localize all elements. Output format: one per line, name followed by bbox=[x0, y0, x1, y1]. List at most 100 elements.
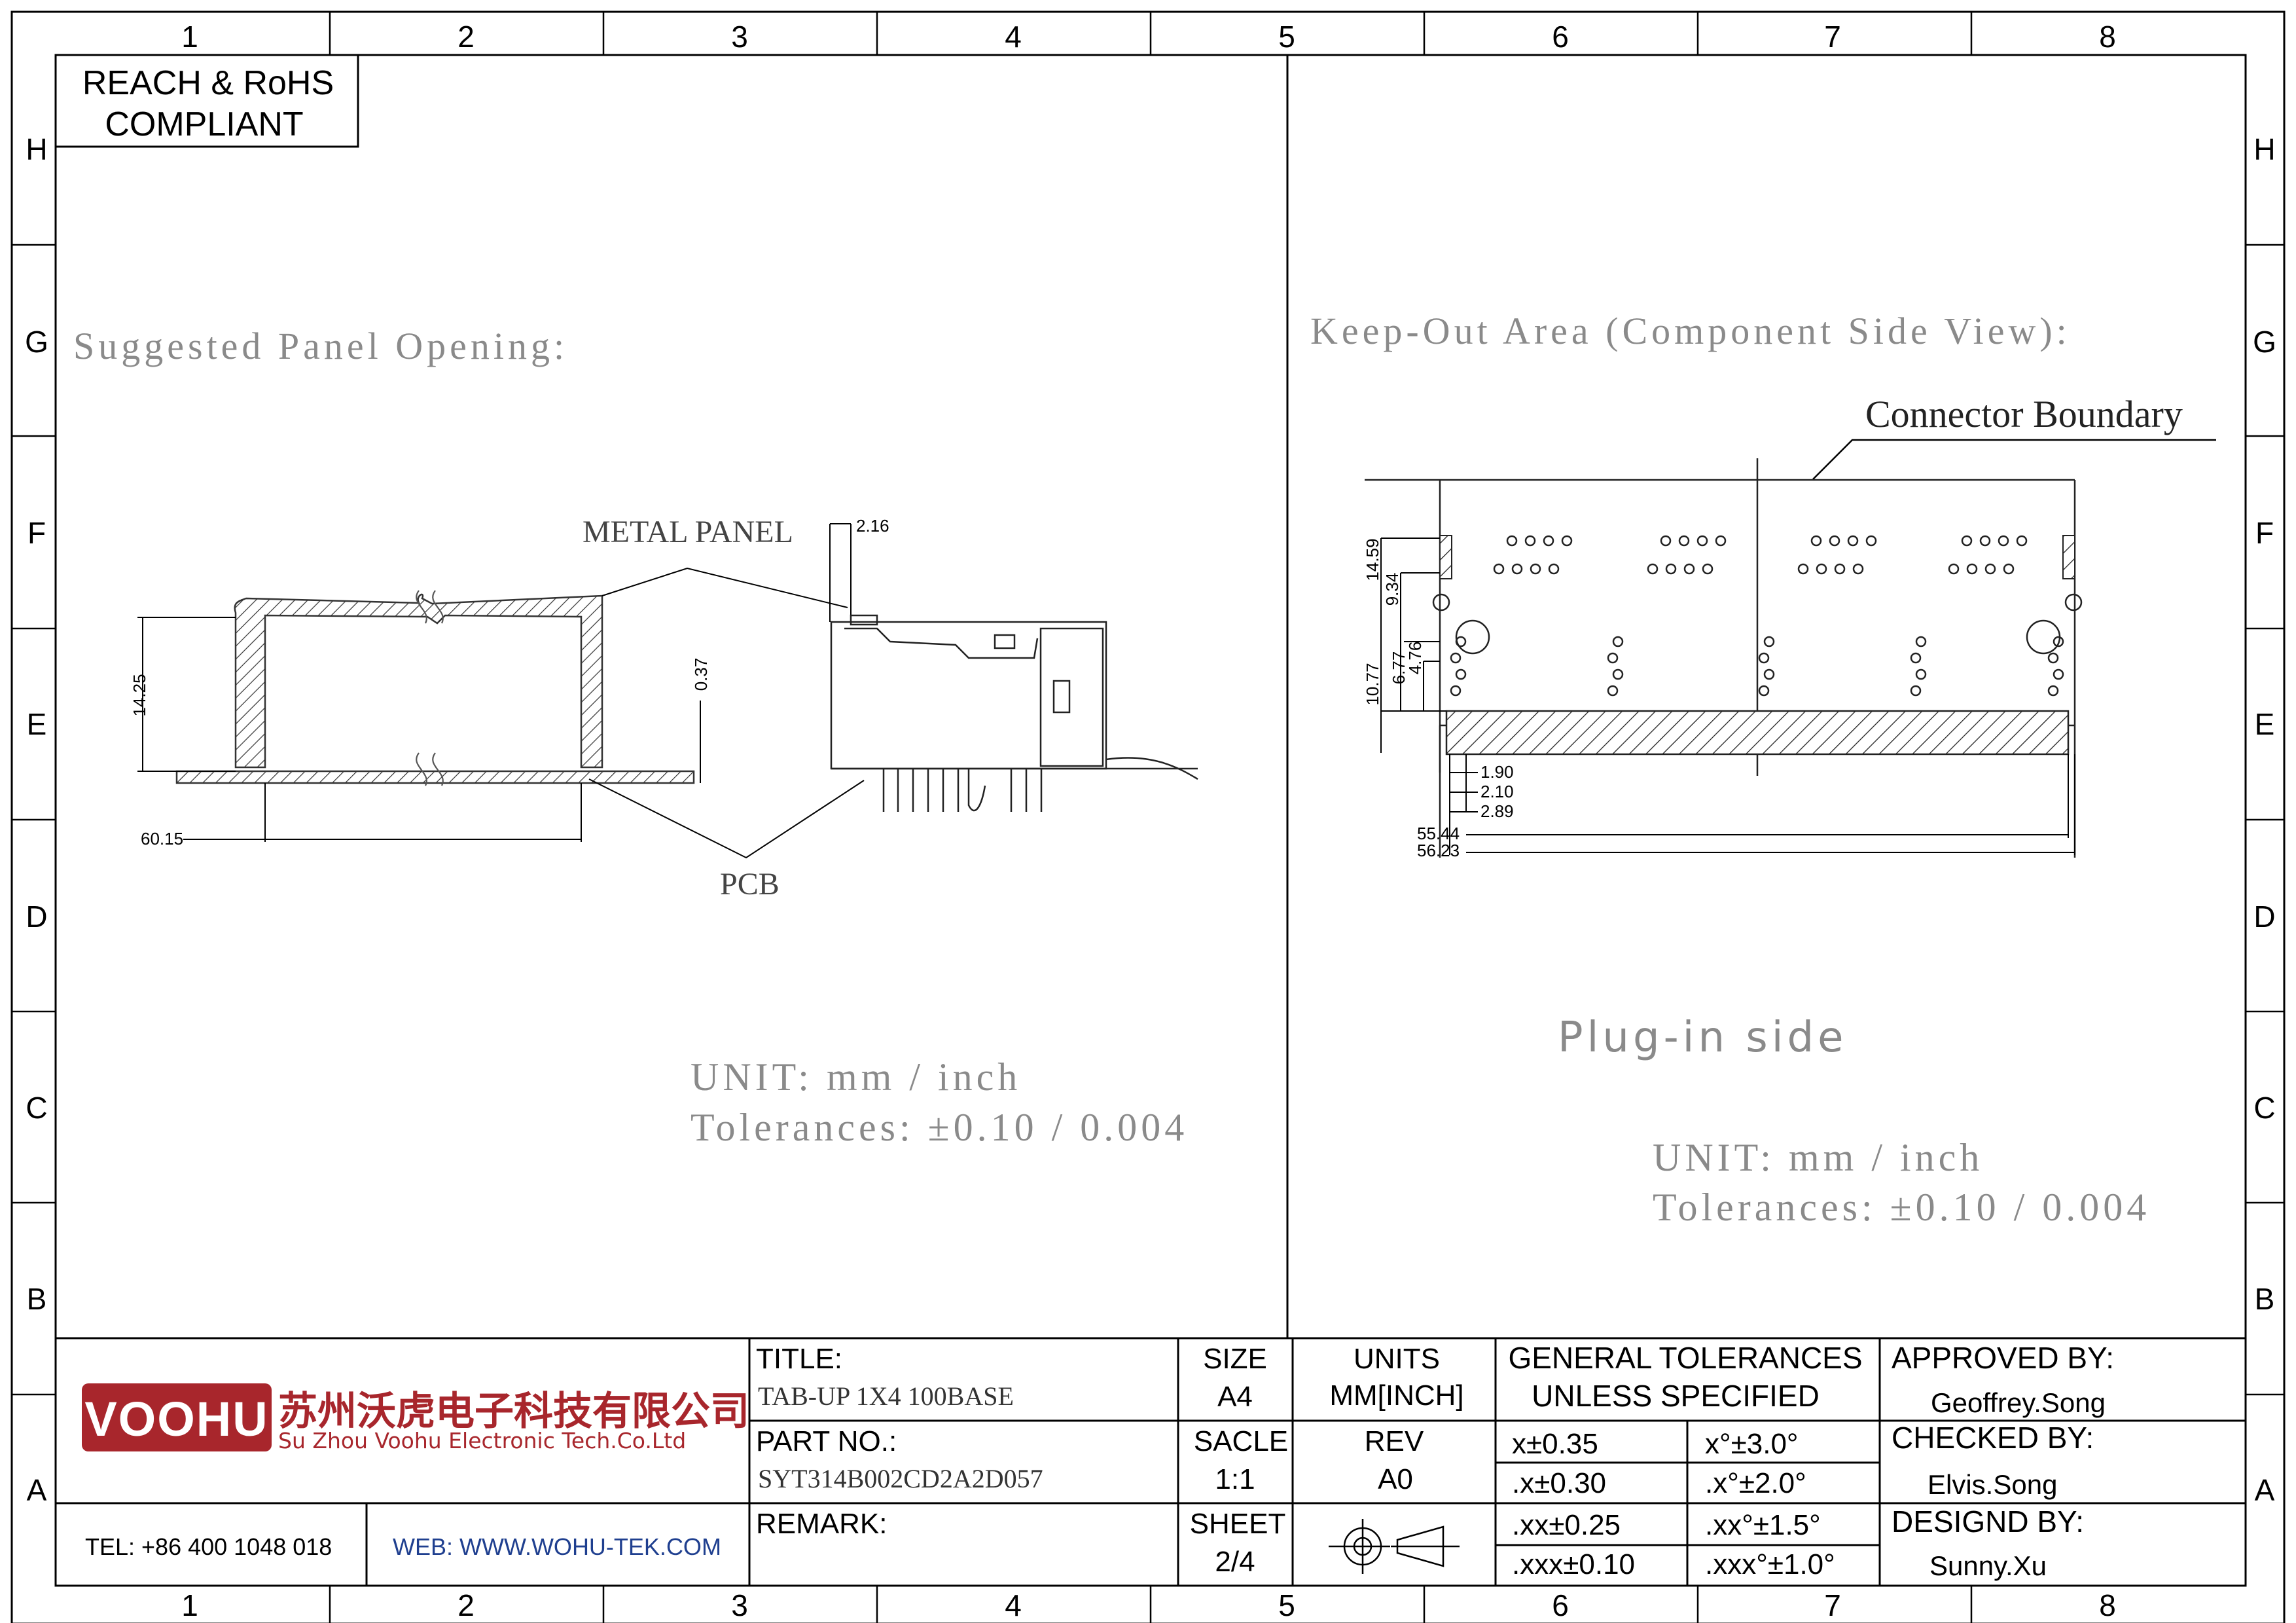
part-no-label: PART NO.: bbox=[756, 1425, 897, 1457]
tol-angular-3: .xxx°±1.0° bbox=[1705, 1548, 1835, 1580]
dim-width: 60.15 bbox=[141, 829, 183, 848]
compliance-line-1: REACH & RoHS bbox=[82, 64, 334, 102]
drawing-frame bbox=[10, 10, 2286, 1623]
tol-linear-3: .xxx±0.10 bbox=[1512, 1548, 1635, 1580]
units-value: MM[INCH] bbox=[1329, 1379, 1463, 1412]
general-tolerances-title: GENERAL TOLERANCES bbox=[1508, 1341, 1862, 1375]
pin-hole bbox=[1948, 563, 1960, 575]
pin-hole bbox=[1915, 636, 1927, 647]
pin-hole bbox=[1506, 535, 1518, 547]
pin-hole bbox=[1758, 652, 1770, 664]
dim-h2: 2.10 bbox=[1480, 782, 1514, 801]
pin-hole bbox=[1852, 563, 1864, 575]
col-label-top: 7 bbox=[1824, 20, 1841, 54]
col-label-bottom: 2 bbox=[457, 1588, 475, 1622]
dim-v1: 14.59 bbox=[1363, 538, 1382, 581]
tol-angular-2: .xx°±1.5° bbox=[1705, 1509, 1821, 1541]
pin-hole bbox=[1758, 685, 1770, 697]
keep-out-heading: Keep-Out Area (Component Side View): bbox=[1310, 310, 2071, 352]
pin-hole bbox=[1660, 535, 1672, 547]
pin-hole bbox=[1910, 652, 1922, 664]
units-label: UNITS bbox=[1354, 1343, 1440, 1375]
row-label-right: B bbox=[2255, 1282, 2275, 1316]
title-label: TITLE: bbox=[756, 1343, 842, 1375]
row-label-right: G bbox=[2253, 325, 2276, 359]
pin-hole bbox=[1524, 535, 1536, 547]
dim-height: 14.25 bbox=[130, 674, 149, 716]
col-label-bottom: 4 bbox=[1005, 1588, 1022, 1622]
connector-boundary-label: Connector Boundary bbox=[1865, 393, 2183, 435]
pin-hole bbox=[1865, 535, 1877, 547]
pin-hole bbox=[1702, 563, 1713, 575]
pin-hole bbox=[2047, 685, 2059, 697]
tol-angular-1: .x°±2.0° bbox=[1705, 1467, 1806, 1499]
col-label-top: 2 bbox=[457, 20, 475, 54]
approved-by-value: Geoffrey.Song bbox=[1931, 1387, 2106, 1418]
left-unit-note: UNIT: mm / inch bbox=[691, 1055, 1021, 1099]
title-value: TAB-UP 1X4 100BASE bbox=[758, 1381, 1014, 1411]
title-block: VOOHU 苏州沃虎电子科技有限公司 Su Zhou Voohu Electro… bbox=[56, 1337, 2246, 1586]
left-tolerance-note: Tolerances: ±0.10 / 0.004 bbox=[691, 1106, 1188, 1149]
row-label-left: B bbox=[27, 1282, 47, 1316]
row-label-right: C bbox=[2253, 1091, 2275, 1125]
company-name-en: Su Zhou Voohu Electronic Tech.Co.Ltd bbox=[278, 1428, 686, 1453]
dim-v5: 4.76 bbox=[1405, 642, 1425, 675]
pin-hole bbox=[1984, 563, 1996, 575]
voohu-logo: VOOHU bbox=[82, 1383, 272, 1451]
pin-hole bbox=[1816, 563, 1827, 575]
row-label-left: C bbox=[26, 1091, 47, 1125]
dim-h1: 1.90 bbox=[1480, 762, 1514, 782]
designed-by-value: Sunny.Xu bbox=[1929, 1550, 2047, 1581]
metal-panel-label: METAL PANEL bbox=[583, 515, 793, 549]
general-tolerances-subtitle: UNLESS SPECIFIED bbox=[1532, 1379, 1820, 1413]
pin-hole bbox=[1607, 652, 1619, 664]
row-label-right: H bbox=[2253, 132, 2275, 166]
pin-hole bbox=[1763, 636, 1775, 647]
row-label-left: A bbox=[27, 1473, 47, 1507]
row-label-right: A bbox=[2255, 1473, 2275, 1507]
projection-symbol bbox=[1329, 1519, 1460, 1574]
pin-hole bbox=[1511, 563, 1523, 575]
col-label-bottom: 5 bbox=[1278, 1588, 1295, 1622]
pin-hole bbox=[1966, 563, 1978, 575]
pin-hole bbox=[1763, 668, 1775, 680]
col-label-bottom: 8 bbox=[2099, 1588, 2116, 1622]
pin-hole bbox=[1450, 685, 1462, 697]
panel-opening-view: Suggested Panel Opening: 14.25 60.15 0.3… bbox=[73, 325, 1198, 1149]
pin-hole bbox=[1998, 535, 2009, 547]
size-value: A4 bbox=[1217, 1381, 1253, 1413]
rev-label: REV bbox=[1365, 1425, 1424, 1457]
rev-value: A0 bbox=[1378, 1463, 1413, 1495]
dim-v3: 10.77 bbox=[1363, 663, 1382, 705]
pin-hole bbox=[2047, 652, 2059, 664]
pin-hole bbox=[1678, 535, 1690, 547]
size-label: SIZE bbox=[1203, 1343, 1267, 1375]
tol-linear-0: x±0.35 bbox=[1512, 1428, 1598, 1460]
plug-in-side-label: Plug-in side bbox=[1558, 1013, 1847, 1062]
row-label-left: E bbox=[27, 707, 47, 741]
col-label-top: 1 bbox=[181, 20, 198, 54]
pin-hole bbox=[1910, 685, 1922, 697]
col-label-top: 8 bbox=[2099, 20, 2116, 54]
designed-by-label: DESIGND BY: bbox=[1892, 1504, 2084, 1539]
row-label-left: D bbox=[26, 900, 47, 934]
pin-hole bbox=[1979, 535, 1991, 547]
remark-label: REMARK: bbox=[756, 1508, 887, 1540]
pin-hole bbox=[1683, 563, 1695, 575]
tol-linear-1: .x±0.30 bbox=[1512, 1467, 1606, 1499]
col-label-top: 4 bbox=[1005, 20, 1022, 54]
pcb-label: PCB bbox=[720, 867, 780, 902]
col-label-bottom: 1 bbox=[181, 1588, 198, 1622]
dim-panel-thickness: 2.16 bbox=[856, 516, 889, 536]
pin-hole bbox=[1696, 535, 1708, 547]
compliance-line-2: COMPLIANT bbox=[105, 105, 303, 143]
keep-out-hatched-area bbox=[1445, 710, 2070, 756]
pin-hole bbox=[1607, 685, 1619, 697]
dim-h3: 2.89 bbox=[1480, 801, 1514, 821]
pin-hole bbox=[1450, 652, 1462, 664]
pin-hole bbox=[1810, 535, 1822, 547]
pin-hole bbox=[2016, 535, 2028, 547]
tol-linear-2: .xx±0.25 bbox=[1512, 1509, 1621, 1541]
pin-hole bbox=[1612, 668, 1624, 680]
